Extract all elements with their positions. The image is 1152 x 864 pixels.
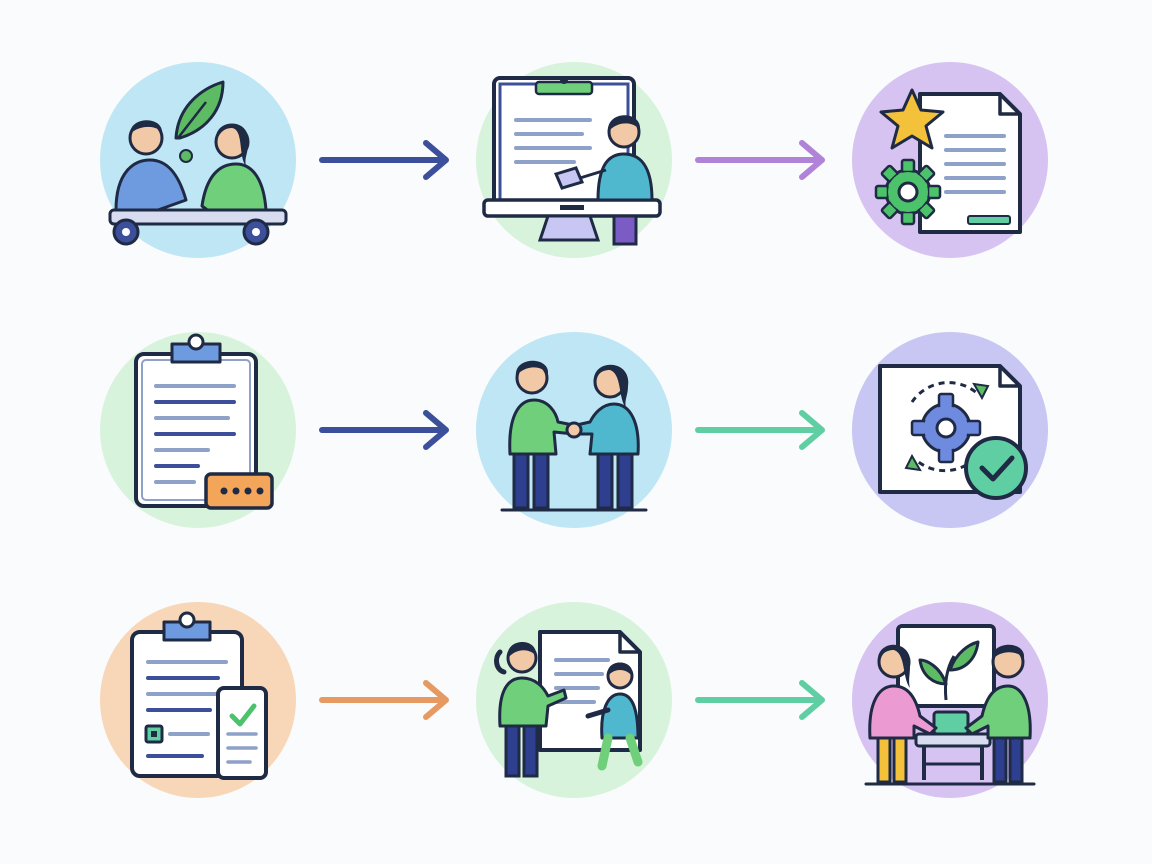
step-4-clipboard-comment <box>98 330 298 530</box>
document-star-icon <box>852 62 1048 258</box>
teaching-icon <box>476 602 672 798</box>
right-arrow-icon <box>319 140 449 180</box>
right-arrow-icon <box>695 680 825 720</box>
right-arrow-icon <box>319 410 449 450</box>
arrow-4-5 <box>318 405 458 455</box>
step-3-document-star <box>850 60 1050 260</box>
growth-meeting-icon <box>852 602 1048 798</box>
collaboration-icon <box>100 62 296 258</box>
arrow-2-3 <box>694 135 834 185</box>
presentation-icon <box>476 62 672 258</box>
clipboard-comment-icon <box>100 332 296 528</box>
clipboard-checklist-icon <box>100 602 296 798</box>
process-approved-icon <box>852 332 1048 528</box>
right-arrow-icon <box>695 410 825 450</box>
step-8-teaching <box>474 600 674 800</box>
step-5-handshake <box>474 330 674 530</box>
arrow-7-8 <box>318 675 458 725</box>
step-7-clipboard-checklist <box>98 600 298 800</box>
step-2-presentation <box>474 60 674 260</box>
step-1-collaboration <box>98 60 298 260</box>
handshake-icon <box>476 332 672 528</box>
arrow-5-6 <box>694 405 834 455</box>
arrow-1-2 <box>318 135 458 185</box>
right-arrow-icon <box>695 140 825 180</box>
arrow-8-9 <box>694 675 834 725</box>
right-arrow-icon <box>319 680 449 720</box>
step-9-growth-meeting <box>850 600 1050 800</box>
step-6-process-approved <box>850 330 1050 530</box>
